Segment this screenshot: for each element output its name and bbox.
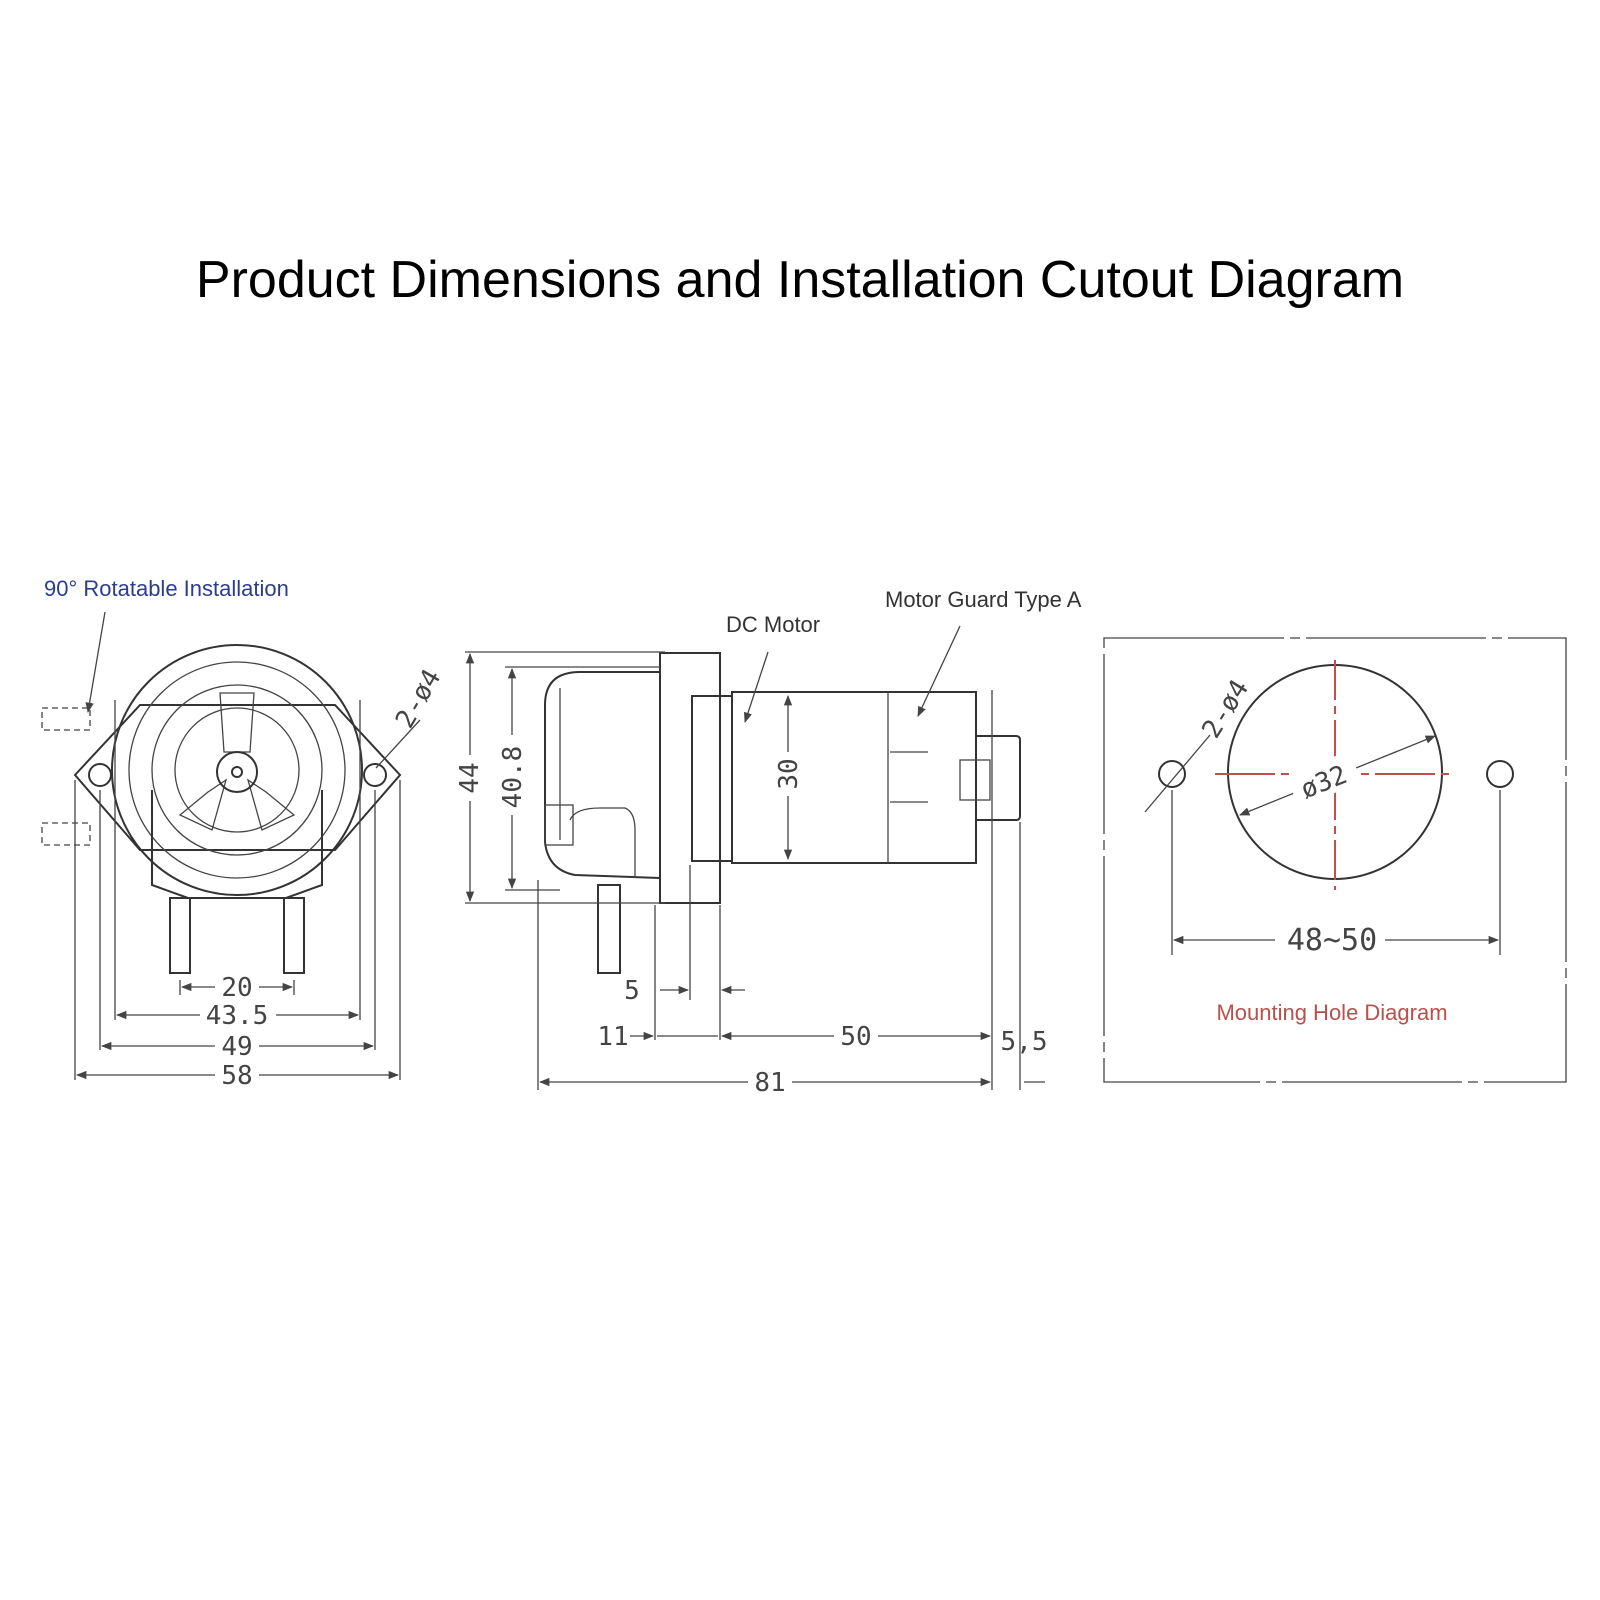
rotor-ring — [174, 707, 300, 833]
pump-latch — [544, 804, 574, 846]
pump-head-cover — [569, 807, 636, 878]
dim-44: 44 — [455, 762, 485, 793]
tube-stub-upper — [41, 707, 91, 731]
front-view: 2-ø4 20 43.5 49 58 — [41, 611, 447, 1091]
tube-outlet-left — [169, 897, 191, 974]
side-view: 44 40.8 30 5 11 50 5,5 — [452, 625, 1048, 1098]
end-cap-terminal — [959, 759, 991, 801]
dim-bg — [834, 1020, 878, 1048]
dim-48-50: 48~50 — [1287, 923, 1377, 958]
dim-bg — [215, 1030, 259, 1058]
tube-stub-lower — [41, 822, 91, 846]
dim-bg — [1275, 922, 1385, 954]
flange-hole-left — [88, 763, 112, 787]
housing-lower — [151, 790, 323, 899]
rotor-arm-top — [219, 692, 255, 753]
mounting-hole-diagram-label: Mounting Hole Diagram — [1216, 1000, 1447, 1025]
mounting-hole-label: 2-ø4 — [1196, 675, 1255, 744]
mounting-hole-leader — [1144, 734, 1211, 813]
rotor-shaft — [231, 766, 243, 778]
rotatable-installation-label: 90° Rotatable Installation — [44, 576, 289, 601]
gearbox — [691, 695, 733, 862]
dim-bg — [748, 1066, 792, 1094]
pump-head-outer — [111, 644, 363, 896]
dim-81: 81 — [754, 1068, 785, 1098]
hole-leader — [375, 719, 421, 769]
dc-motor-leader — [743, 651, 769, 723]
dim-11: 11 — [597, 1022, 628, 1052]
rotor-arm-left — [178, 778, 228, 831]
pump-head-profile — [544, 671, 661, 879]
mounting-hole-left — [1158, 760, 1186, 788]
rotor-hub — [216, 751, 258, 793]
dim-30: 30 — [774, 758, 804, 789]
roller-track — [151, 684, 323, 856]
tube-outlet-right — [283, 897, 305, 974]
dim-43-5: 43.5 — [206, 1001, 269, 1031]
motor-guard-leader — [917, 625, 961, 717]
dim-bg — [215, 970, 259, 998]
dim-bg — [452, 755, 488, 801]
rotor-arm-right — [246, 778, 296, 831]
dim-50: 50 — [840, 1022, 871, 1052]
flange-hole-right — [363, 763, 387, 787]
front-hole-label: 2-ø4 — [390, 664, 447, 733]
dim-bg — [1286, 750, 1362, 808]
dim-5: 5 — [624, 976, 640, 1006]
dim-bg — [772, 752, 804, 796]
rotatable-leader — [85, 611, 106, 714]
mounting-hole-right — [1486, 760, 1514, 788]
mounting-frame — [1103, 637, 1567, 1083]
dc-motor-label: DC Motor — [726, 612, 820, 637]
dim-bg — [200, 998, 276, 1026]
page-title: Product Dimensions and Installation Cuto… — [195, 251, 1405, 309]
pump-head-inner — [128, 661, 346, 879]
motor-guard-label: Motor Guard Type A — [885, 587, 1082, 612]
dim-58: 58 — [221, 1061, 252, 1091]
dc-motor-body — [731, 691, 977, 864]
side-tube-outlet — [597, 884, 621, 974]
dim-40-8: 40.8 — [498, 746, 528, 809]
dim-bg — [494, 735, 530, 815]
dim-5-5: 5,5 — [1001, 1027, 1048, 1057]
dim-49: 49 — [221, 1032, 252, 1062]
motor-end-cap — [976, 735, 1021, 821]
dim-bg — [215, 1058, 259, 1086]
